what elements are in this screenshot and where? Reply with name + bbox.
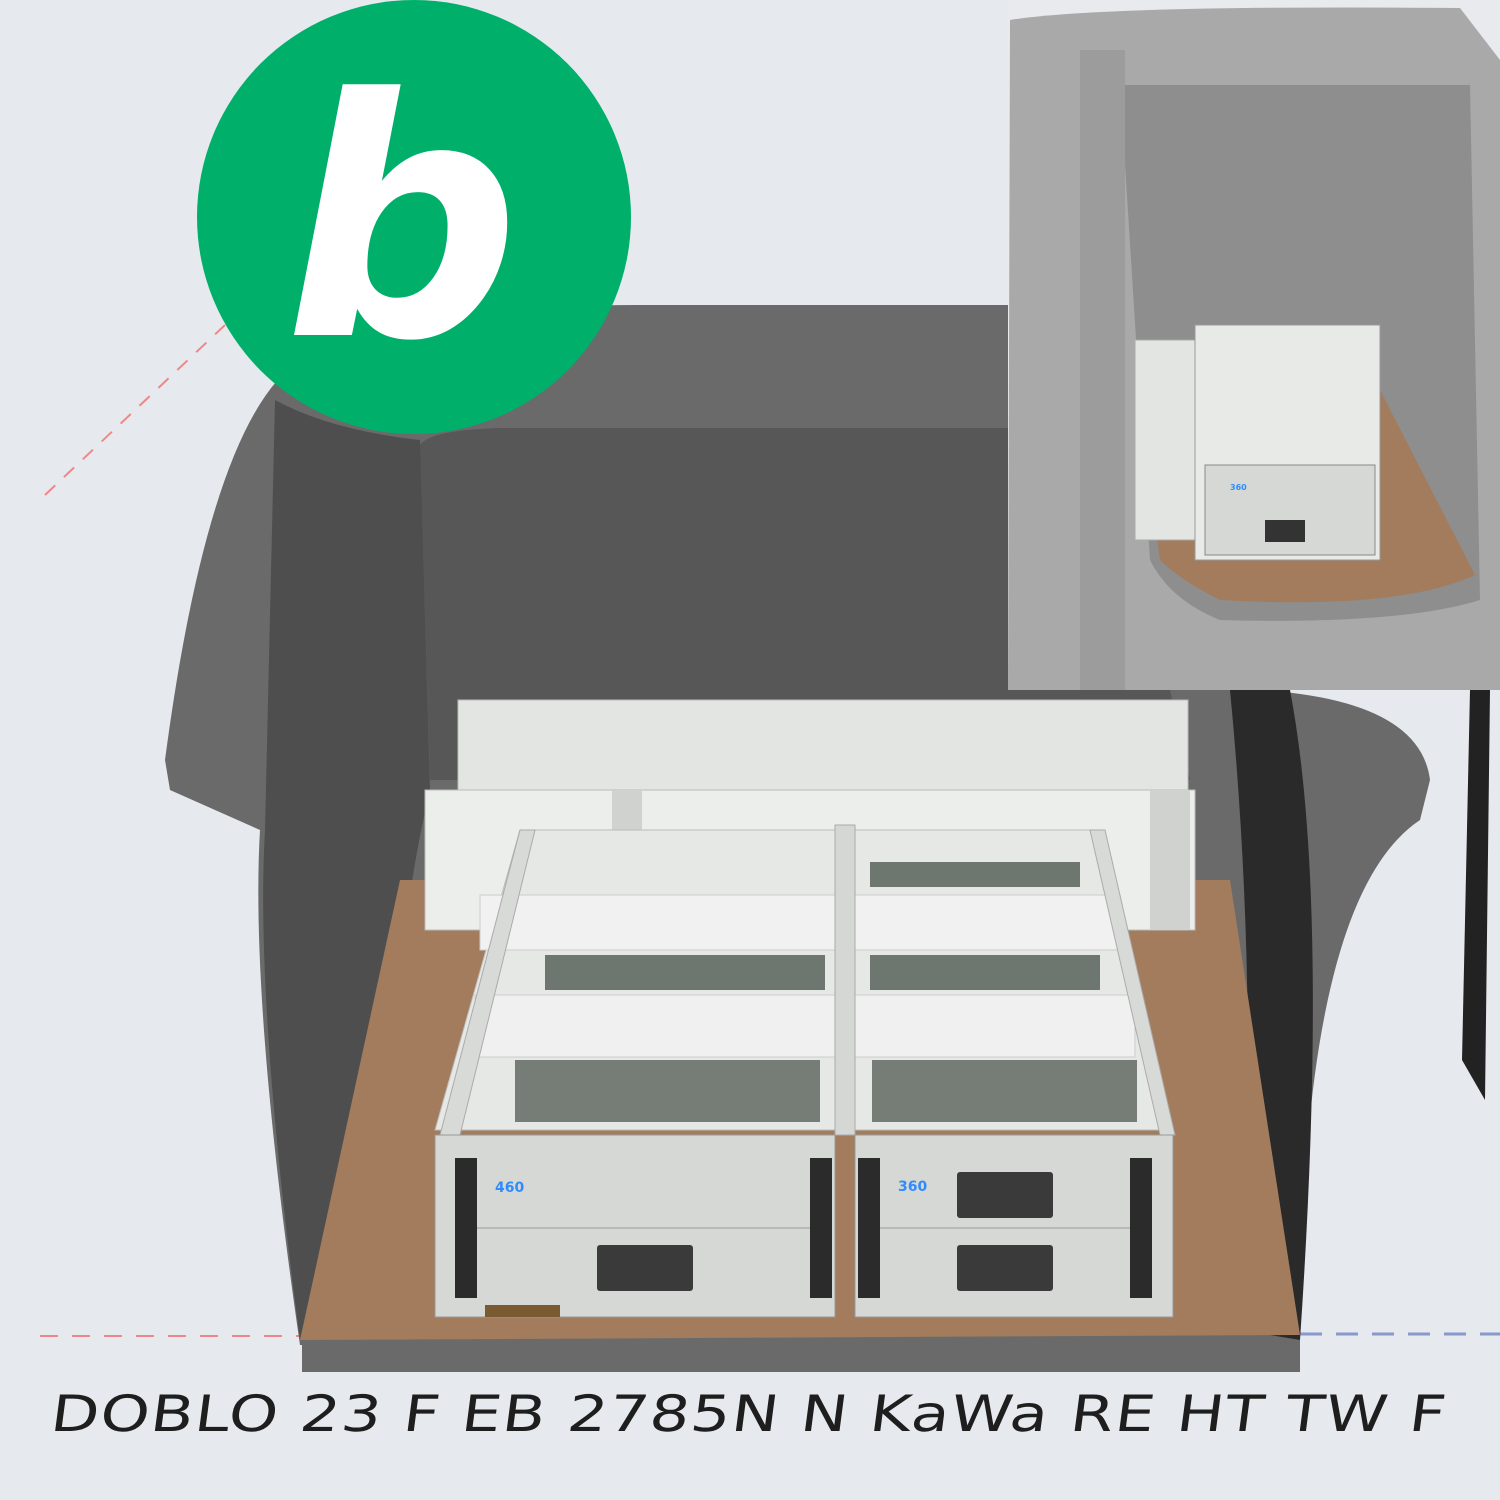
inset-drawer-size-label: 360 bbox=[1230, 483, 1247, 492]
drawer-cavity bbox=[870, 955, 1100, 990]
drawer-size-label-right: 360 bbox=[898, 1179, 927, 1195]
drawer-cavity bbox=[545, 955, 825, 990]
guide-line-red-diagonal bbox=[44, 324, 226, 496]
product-caption: DOBLO 23 F EB 2785N N KaWa RE HT TW F bbox=[47, 1385, 1451, 1443]
drawer-handle-icon[interactable] bbox=[957, 1172, 1053, 1218]
logo-letter: b bbox=[284, 29, 520, 413]
right-door-edge bbox=[1462, 690, 1490, 1100]
drawer-unit: 460 360 bbox=[434, 824, 1176, 1318]
logo-circle bbox=[197, 0, 631, 434]
brand-logo: b bbox=[197, 0, 631, 434]
drawer-handle-icon[interactable] bbox=[597, 1245, 693, 1291]
floor-edge bbox=[302, 1340, 1300, 1372]
drawer-cavity bbox=[515, 1060, 820, 1122]
rear-wall bbox=[420, 428, 1190, 780]
inset-view: 360 bbox=[1008, 0, 1500, 690]
drawer-size-label-left: 460 bbox=[495, 1180, 524, 1196]
drawer-handle-icon[interactable] bbox=[957, 1245, 1053, 1291]
drawer-cavity bbox=[872, 1060, 1137, 1122]
drawer-cavity bbox=[870, 862, 1080, 887]
brand-plate bbox=[485, 1305, 560, 1317]
